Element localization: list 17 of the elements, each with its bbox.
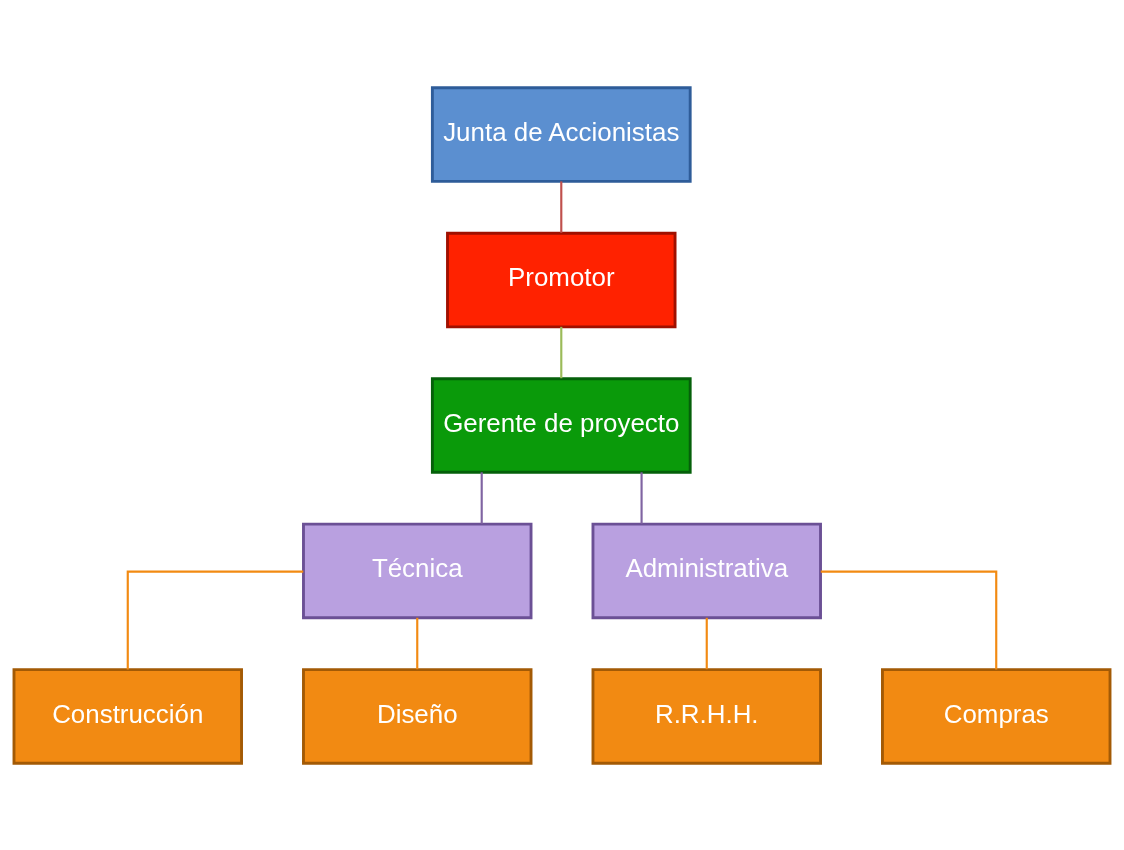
connector bbox=[560, 180, 563, 233]
connector bbox=[820, 570, 998, 669]
node-box: R.R.H.H. bbox=[591, 667, 822, 765]
connector bbox=[480, 471, 483, 524]
node-box: Diseño bbox=[302, 667, 533, 765]
node-box: Gerente de proyecto bbox=[430, 376, 692, 474]
node-box: Promotor bbox=[446, 231, 677, 328]
connector bbox=[560, 326, 563, 378]
node-box: Compras bbox=[881, 667, 1112, 765]
connector bbox=[640, 471, 643, 524]
node-box: Administrativa bbox=[591, 522, 822, 619]
node-box: Técnica bbox=[302, 522, 533, 619]
node-box: Construcción bbox=[12, 667, 243, 765]
connector bbox=[126, 570, 304, 669]
connector bbox=[416, 617, 419, 669]
connector bbox=[705, 617, 708, 669]
node-box: Junta de Accionistas bbox=[430, 85, 692, 183]
